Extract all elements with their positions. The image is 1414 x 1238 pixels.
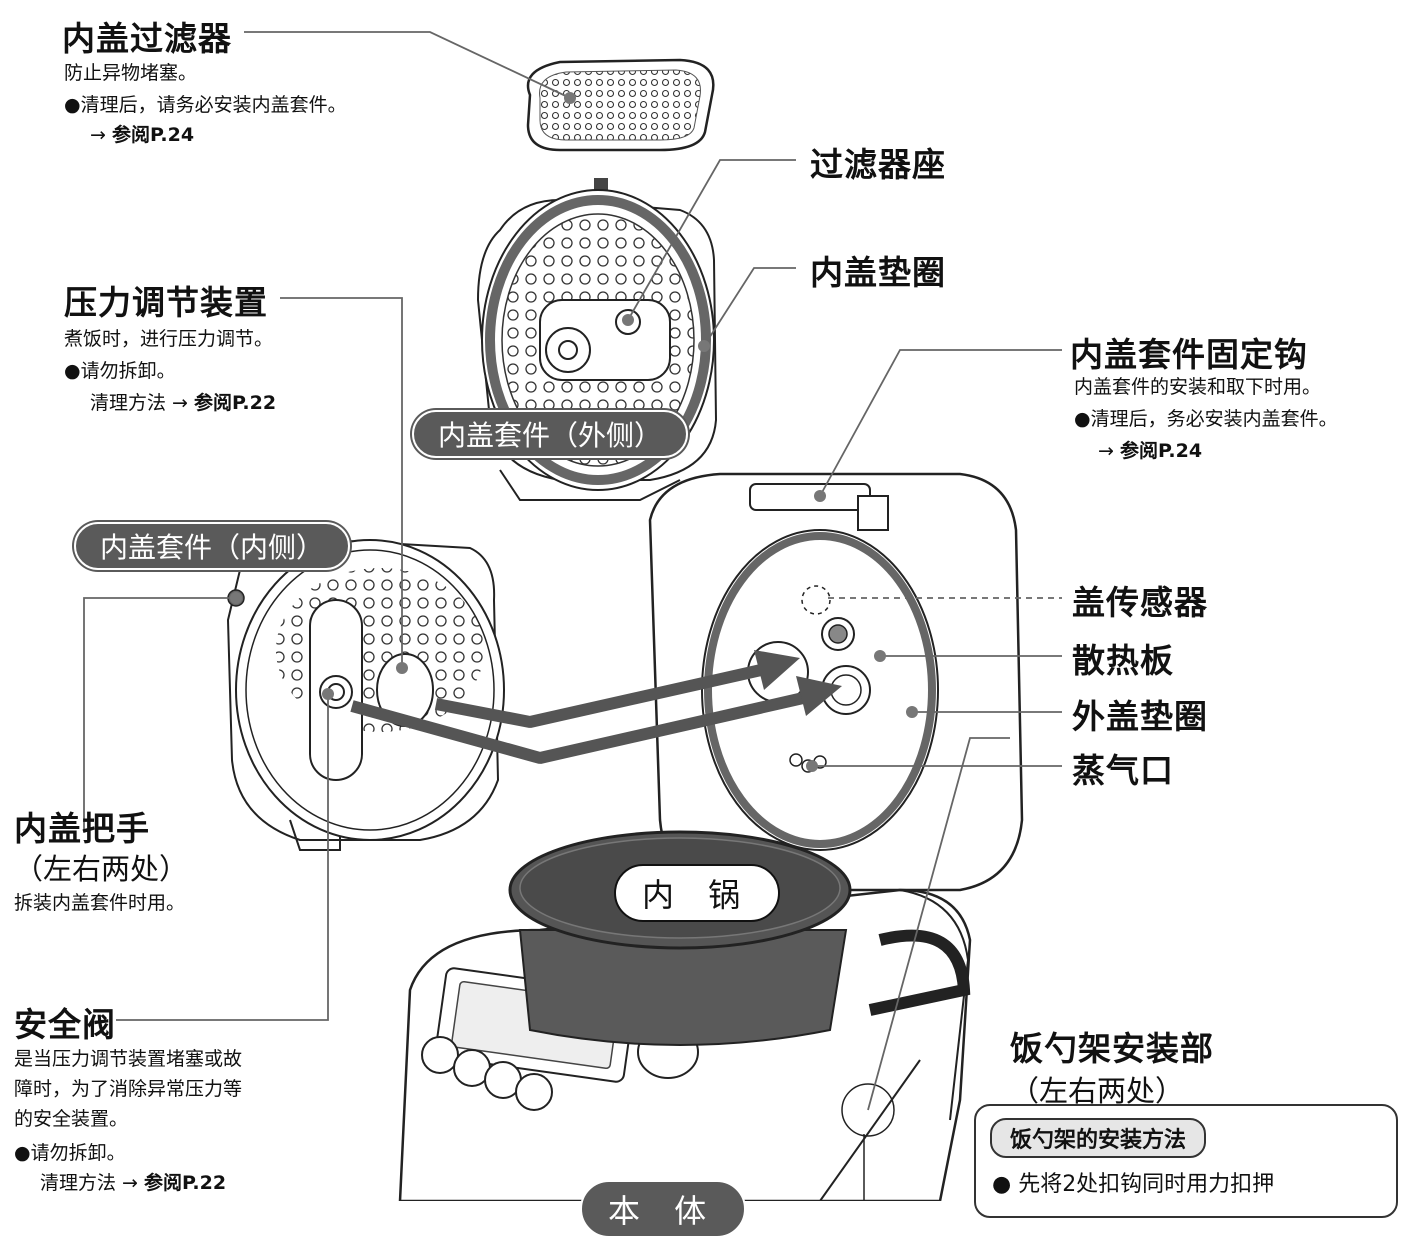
inner-lid-handle-sub: （左右两处） [14, 852, 189, 886]
inner-lid-gasket-title: 内盖垫圈 [810, 253, 946, 292]
ref-link[interactable]: 参阅P.24 [111, 124, 195, 146]
ref-link[interactable]: 参阅P.22 [194, 392, 277, 414]
ladle-mount-sub: （左右两处） [1010, 1074, 1185, 1108]
leader-dots [230, 92, 918, 772]
safety-valve-title: 安全阀 [14, 1005, 116, 1044]
inner-lid-filter-title: 内盖过滤器 [62, 19, 232, 58]
cooker-top-lid-part [648, 472, 1024, 892]
safety-valve-desc-2: 障时，为了消除异常压力等 [14, 1078, 243, 1100]
ref-arrow: → [1098, 440, 1120, 462]
rice-cooker-illustration [83, 31, 1062, 1201]
ladle-howto-step: ● 先将2处扣钩同时用力扣押 [992, 1172, 1275, 1197]
lid-sensor-title: 盖传感器 [1072, 583, 1208, 622]
body-label: 本 体 [580, 1180, 747, 1238]
pressure-regulator-note: ●请勿拆卸。 [64, 360, 176, 382]
ref-arrow: → [90, 124, 112, 146]
inner-lid-inner-side-pill: 内盖套件（内侧） [74, 522, 351, 570]
inner-lid-filter-ref: → 参阅P.24 [90, 120, 194, 150]
ref-link[interactable]: 参阅P.24 [1119, 440, 1203, 462]
inner-lid-filter-part [526, 58, 715, 152]
lid-set-hook-note: ●清理后，务必安装内盖套件。 [1074, 408, 1338, 430]
pressure-regulator-ref: 清理方法 → 参阅P.22 [90, 388, 276, 418]
pressure-regulator-title: 压力调节装置 [64, 283, 268, 322]
inner-pot-label: 内 锅 [614, 864, 781, 922]
lid-set-hook-title: 内盖套件固定钩 [1070, 335, 1308, 374]
inner-lid-outer-side-pill: 内盖套件（外侧） [412, 410, 689, 458]
safety-valve-desc-3: 的安全装置。 [14, 1108, 129, 1130]
filter-seat-title: 过滤器座 [810, 145, 946, 184]
lid-set-hook-desc: 内盖套件的安装和取下时用。 [1074, 376, 1322, 398]
inner-lid-filter-note: ●清理后，请务必安装内盖套件。 [64, 94, 347, 116]
inner-lid-handle-desc: 拆装内盖套件时用。 [14, 892, 186, 914]
inner-lid-inner-side-part [226, 538, 505, 851]
lid-set-hook-ref: → 参阅P.24 [1098, 436, 1202, 466]
attach-arrows-icon [350, 650, 842, 764]
heat-plate-title: 散热板 [1072, 641, 1174, 680]
ladle-howto-box: 饭勺架的安装方法 ● 先将2处扣钩同时用力扣押 [974, 1104, 1398, 1218]
pressure-regulator-desc: 煮饭时，进行压力调节。 [64, 328, 274, 350]
ladle-howto-title: 饭勺架的安装方法 [990, 1118, 1207, 1158]
leader-lines [83, 31, 1062, 1111]
ladle-mount-title: 饭勺架安装部 [1010, 1029, 1214, 1068]
clean-method-label: 清理方法 → [40, 1172, 144, 1194]
ref-link[interactable]: 参阅P.22 [144, 1172, 227, 1194]
inner-lid-filter-desc: 防止异物堵塞。 [64, 62, 198, 84]
outer-lid-gasket-title: 外盖垫圈 [1072, 697, 1208, 736]
safety-valve-desc-1: 是当压力调节装置堵塞或故 [14, 1048, 243, 1070]
safety-valve-ref: 清理方法 → 参阅P.22 [40, 1168, 226, 1198]
safety-valve-note: ●请勿拆卸。 [14, 1142, 126, 1164]
clean-method-label: 清理方法 → [90, 392, 194, 414]
steam-vent-title: 蒸气口 [1072, 751, 1174, 790]
inner-lid-handle-title: 内盖把手 [14, 809, 150, 848]
